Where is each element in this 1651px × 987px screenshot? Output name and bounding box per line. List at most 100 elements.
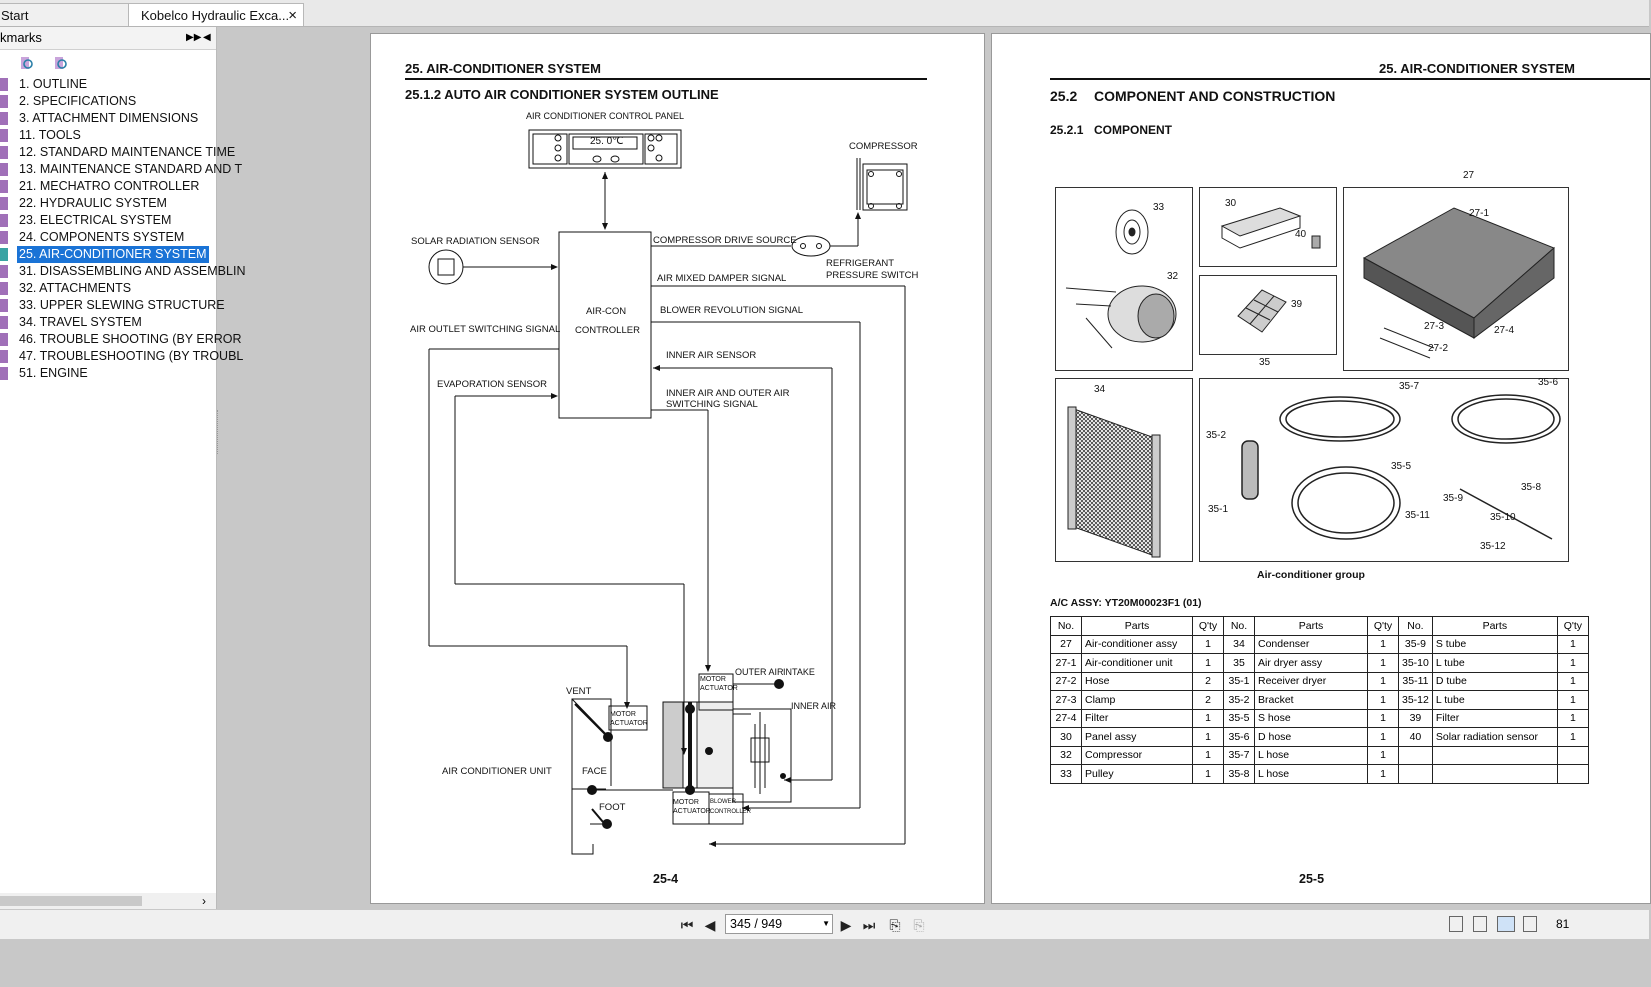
label-ac-unit: AIR CONDITIONER UNIT (442, 766, 552, 777)
table-cell: Receiver dryer (1254, 671, 1368, 691)
bookmark-icon (0, 112, 8, 125)
bookmark-item[interactable]: 24. COMPONENTS SYSTEM (0, 229, 216, 246)
tab-start[interactable]: Start (0, 3, 130, 26)
system-diagram (428, 129, 908, 855)
table-cell: L tube (1431, 653, 1558, 673)
bookmark-item[interactable]: 13. MAINTENANCE STANDARD AND T (0, 161, 242, 178)
bookmark-item[interactable]: 12. STANDARD MAINTENANCE TIME (0, 144, 235, 161)
first-page-button[interactable]: ⏮ (680, 917, 694, 933)
bookmark-item[interactable]: 2. SPECIFICATIONS (0, 93, 216, 110)
subsection-title: COMPONENT (1094, 123, 1172, 137)
zoom-level[interactable]: 81 (1556, 917, 1570, 931)
bookmark-label: 13. MAINTENANCE STANDARD AND T (19, 162, 243, 176)
table-cell: Bracket (1254, 690, 1368, 710)
table-cell (1398, 745, 1433, 765)
bookmark-item[interactable]: 22. HYDRAULIC SYSTEM (0, 195, 216, 212)
callout-34: 34 (1094, 384, 1106, 395)
table-cell: D tube (1431, 671, 1558, 691)
table-cell: Panel assy (1081, 727, 1193, 747)
bookmark-label: 21. MECHATRO CONTROLLER (19, 179, 200, 193)
table-cell: S tube (1431, 634, 1558, 654)
bookmark-item[interactable]: 32. ATTACHMENTS (0, 280, 216, 297)
last-page-button[interactable]: ⏭ (862, 917, 876, 933)
image-air-dryer-hoses (1199, 378, 1569, 562)
bookmark-item[interactable]: 46. TROUBLE SHOOTING (BY ERROR (0, 331, 242, 348)
table-cell: 1 (1556, 708, 1589, 728)
table-cell (1431, 764, 1558, 784)
image-condenser (1055, 378, 1193, 562)
table-cell: 2 (1192, 690, 1224, 710)
table-cell: L hose (1254, 745, 1368, 765)
table-header-cell: No. (1050, 616, 1082, 636)
bookmark-item[interactable]: 51. ENGINE (0, 365, 216, 382)
bookmark-icon (0, 95, 8, 108)
page-number-input[interactable]: 345 / 949▼ (725, 914, 833, 934)
bookmark-icon (0, 367, 8, 380)
bookmark-item[interactable]: 3. ATTACHMENT DIMENSIONS (0, 110, 216, 127)
bookmark-item[interactable]: 31. DISASSEMBLING AND ASSEMBLIN (0, 263, 245, 280)
horizontal-scrollbar[interactable]: › (0, 893, 216, 909)
single-page-view-icon[interactable] (1449, 916, 1463, 932)
close-icon[interactable]: × (288, 7, 297, 24)
continuous-view-icon[interactable] (1473, 916, 1487, 932)
expand-bookmark-icon[interactable] (18, 55, 34, 71)
bookmark-item[interactable]: 11. TOOLS (0, 127, 216, 144)
label-blower-controller: CONTROLLER (710, 809, 752, 815)
bookmark-icon (0, 350, 8, 363)
bookmark-item[interactable]: 34. TRAVEL SYSTEM (0, 314, 216, 331)
bookmark-label: 11. TOOLS (19, 128, 81, 142)
table-cell: 40 (1398, 727, 1433, 747)
two-page-view-icon[interactable] (1497, 916, 1515, 932)
panel-splitter[interactable] (217, 410, 223, 454)
bookmark-item[interactable]: 33. UPPER SLEWING STRUCTURE (0, 297, 225, 314)
image-filter (1199, 275, 1337, 355)
table-cell: 1 (1556, 727, 1589, 747)
forward-view-icon[interactable]: ⎘ (913, 917, 925, 933)
bookmark-label: 3. ATTACHMENT DIMENSIONS (19, 111, 199, 125)
table-cell: 1 (1367, 745, 1399, 765)
chevron-down-icon[interactable]: ▼ (822, 919, 830, 928)
assy-number: A/C ASSY: YT20M00023F1 (01) (1050, 597, 1202, 609)
section-title: COMPONENT AND CONSTRUCTION (1094, 88, 1336, 104)
bookmark-item[interactable]: 47. TROUBLESHOOTING (BY TROUBL (0, 348, 243, 365)
pdf-page-left: 25. AIR-CONDITIONER SYSTEM 25.1.2 AUTO A… (370, 33, 985, 904)
bookmark-icon (0, 265, 8, 278)
callout-27: 27 (1463, 170, 1475, 181)
table-cell: 1 (1367, 653, 1399, 673)
callout-35: 35 (1259, 357, 1271, 368)
bookmark-item[interactable]: 1. OUTLINE (0, 76, 216, 93)
bookmark-label: 12. STANDARD MAINTENANCE TIME (19, 145, 236, 159)
next-page-button[interactable]: ▶ (840, 917, 852, 933)
back-view-icon[interactable]: ⎘ (889, 917, 901, 933)
callout-35-8: 35-8 (1521, 482, 1542, 493)
callout-39: 39 (1291, 299, 1303, 310)
table-cell: 1 (1367, 634, 1399, 654)
scrollbar-thumb[interactable] (0, 896, 142, 906)
prev-page-button[interactable]: ◀ (704, 917, 716, 933)
figure-caption: Air-conditioner group (1257, 569, 1365, 581)
label-mixed-damper: AIR MIXED DAMPER SIGNAL (657, 273, 787, 284)
table-cell: Filter (1431, 708, 1558, 728)
subsection-number: 25.2.1 (1050, 123, 1084, 137)
expand-panel-icon[interactable]: ▶▶ (186, 32, 202, 43)
table-cell: 35-1 (1223, 671, 1255, 691)
callout-32: 32 (1167, 271, 1179, 282)
bookmark-item[interactable]: 25. AIR-CONDITIONER SYSTEM (0, 246, 216, 263)
bookmark-label: 47. TROUBLESHOOTING (BY TROUBL (19, 349, 244, 363)
bottom-strip (0, 939, 1649, 987)
scroll-right-icon[interactable]: › (202, 894, 206, 908)
tab-document[interactable]: Kobelco Hydraulic Exca...× (128, 3, 304, 26)
collapse-bookmark-icon[interactable] (52, 55, 68, 71)
bookmark-item[interactable]: 23. ELECTRICAL SYSTEM (0, 212, 216, 229)
label-evaporation-sensor: EVAPORATION SENSOR (437, 379, 547, 390)
table-cell: 35 (1223, 653, 1255, 673)
bookmark-item[interactable]: 21. MECHATRO CONTROLLER (0, 178, 216, 195)
collapse-panel-icon[interactable]: ◀ (203, 32, 211, 43)
table-cell: 1 (1192, 634, 1224, 654)
two-page-continuous-view-icon[interactable] (1523, 916, 1537, 932)
callout-33: 33 (1153, 202, 1165, 213)
callout-35-10: 35-10 (1490, 512, 1516, 523)
